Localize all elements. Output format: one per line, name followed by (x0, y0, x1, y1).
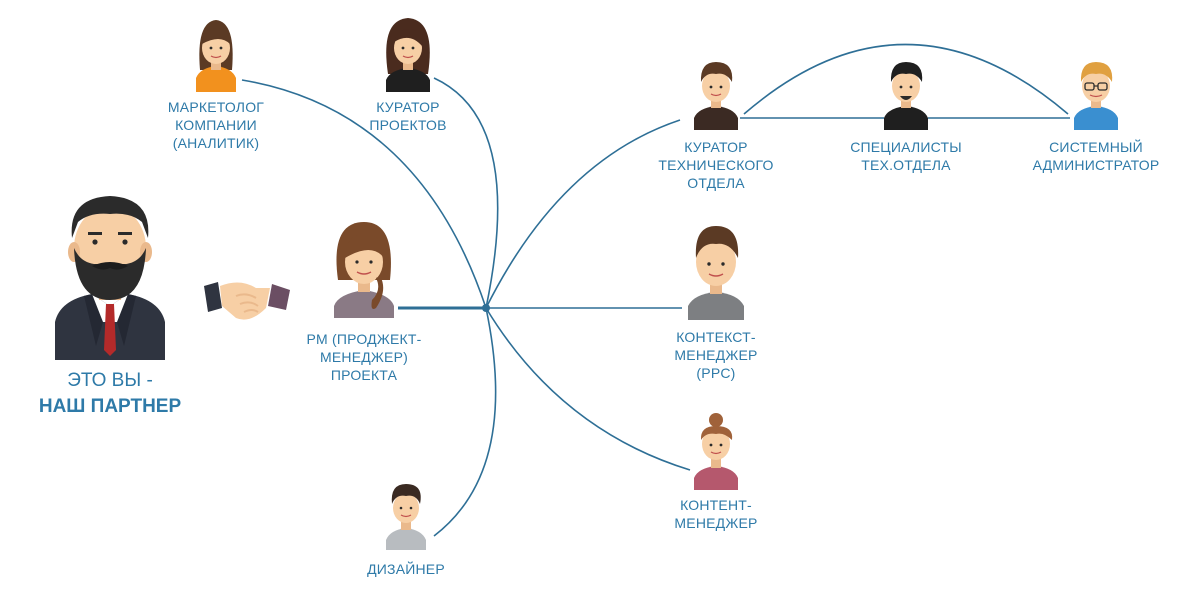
context-manager-avatar (688, 226, 744, 320)
label-context-manager: КОНТЕКСТ- МЕНЕДЖЕР (PPC) (674, 328, 757, 382)
label-line: (АНАЛИТИК) (172, 135, 260, 151)
handshake-icon (204, 282, 290, 320)
label-line: КУРАТОР (684, 139, 748, 155)
label-line: КОМПАНИИ (175, 117, 257, 133)
partner-label-line2: НАШ ПАРТНЕР (38, 396, 182, 417)
label-line: (PPC) (696, 365, 736, 381)
label-sysadmin: СИСТЕМНЫЙ АДМИНИСТРАТОР (1033, 138, 1160, 174)
line-content-manager (485, 307, 691, 471)
content-manager-avatar (694, 413, 738, 490)
label-line: ДИЗАЙНЕР (367, 561, 445, 577)
line-marketer (241, 79, 487, 309)
hub-node (482, 304, 490, 312)
designer-avatar (386, 484, 426, 550)
label-line: МЕНЕДЖЕР (674, 347, 758, 363)
label-line: PM (ПРОДЖЕКТ- (306, 331, 422, 347)
partner-avatar (55, 196, 165, 360)
marketer-avatar (196, 20, 236, 92)
label-line: МАРКЕТОЛОГ (167, 99, 265, 115)
pm-avatar (334, 222, 394, 318)
label-line: СИСТЕМНЫЙ (1049, 139, 1143, 155)
label-marketer: МАРКЕТОЛОГ КОМПАНИИ (АНАЛИТИК) (168, 98, 264, 152)
sysadmin-avatar (1074, 62, 1118, 130)
label-line: ПРОЕКТА (330, 367, 398, 383)
label-content-manager: КОНТЕНТ- МЕНЕДЖЕР (674, 496, 757, 532)
label-line: МЕНЕДЖЕР (674, 515, 758, 531)
connector-lines (241, 43, 1070, 537)
line-arc-admin (743, 43, 1069, 115)
label-curator-tech: КУРАТОР ТЕХНИЧЕСКОГО ОТДЕЛА (658, 138, 773, 192)
label-line: КОНТЕНТ- (680, 497, 752, 513)
partner-label: ЭТО ВЫ - НАШ ПАРТНЕР (39, 368, 181, 420)
label-pm: PM (ПРОДЖЕКТ- МЕНЕДЖЕР) ПРОЕКТА (307, 330, 422, 384)
curator-tech-avatar (694, 62, 738, 130)
label-designer: ДИЗАЙНЕР (367, 560, 445, 578)
label-line: СПЕЦИАЛИСТЫ (850, 139, 962, 155)
line-curator-tech (485, 119, 681, 309)
curator-projects-avatar (386, 18, 430, 92)
label-line: ТЕХ.ОТДЕЛА (861, 157, 951, 173)
label-tech-specialists: СПЕЦИАЛИСТЫ ТЕХ.ОТДЕЛА (850, 138, 962, 174)
line-designer (433, 307, 497, 537)
tech-specialists-avatar (884, 62, 928, 130)
label-line: КОНТЕКСТ- (676, 329, 756, 345)
line-curator-projects (433, 77, 499, 309)
label-curator-projects: КУРАТОР ПРОЕКТОВ (369, 98, 446, 134)
label-line: АДМИНИСТРАТОР (1032, 157, 1160, 173)
label-line: МЕНЕДЖЕР) (319, 349, 408, 365)
label-line: ТЕХНИЧЕСКОГО (658, 157, 774, 173)
label-line: ОТДЕЛА (687, 175, 745, 191)
label-line: ПРОЕКТОВ (369, 117, 447, 133)
partner-label-line1: ЭТО ВЫ - (67, 370, 153, 391)
label-line: КУРАТОР (376, 99, 440, 115)
